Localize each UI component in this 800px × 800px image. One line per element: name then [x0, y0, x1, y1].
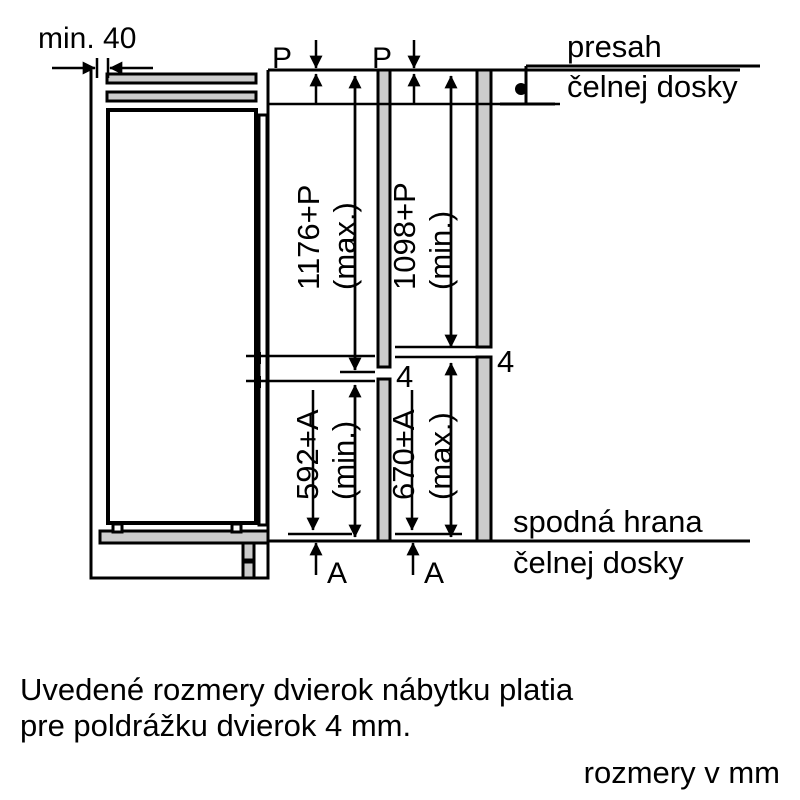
gap-labels: 4 4 — [396, 344, 514, 394]
dim-1176-qualifier: (max.) — [327, 202, 362, 290]
cabinet-bracket-upper — [241, 541, 256, 562]
gap-right-label: 4 — [497, 344, 514, 379]
cabinet-foot-left — [111, 522, 124, 534]
a-left-label: A — [327, 557, 347, 590]
appliance-right-rail — [257, 113, 269, 527]
dim-1176-value: 1176+P — [291, 185, 326, 290]
min40-dimension: min. 40 — [38, 22, 153, 78]
dim-1098-qualifier: (min.) — [423, 211, 458, 290]
bottom-edge-label-line1: spodná hrana — [513, 504, 703, 539]
dim-592-value: 592+A — [290, 409, 325, 500]
caption-block: Uvedené rozmery dvierok nábytku platia p… — [20, 672, 780, 790]
dim-592-qualifier: (min.) — [326, 421, 361, 500]
overlap-label-line2: čelnej dosky — [567, 69, 738, 104]
cabinet-top-plate-2 — [105, 90, 258, 103]
dimension-1098: 1098+P (min.) — [387, 75, 458, 348]
gap-mid-label: 4 — [396, 359, 413, 394]
cabinet-foot-right — [230, 522, 243, 534]
p-right-label: P — [372, 42, 392, 75]
units-note: rozmery v mm — [584, 755, 780, 790]
min-width-label: min. 40 — [38, 22, 136, 55]
cabinet-top-plate-1 — [105, 72, 258, 85]
p-left-label: P — [272, 42, 292, 75]
dimension-592: 592+A (min.) — [290, 384, 362, 538]
overlap-leader-dot — [515, 83, 527, 95]
dim-670-value: 670+A — [386, 409, 421, 500]
door-panel-upper-right — [475, 68, 493, 349]
p-markers: P P — [272, 40, 421, 104]
appliance-body — [106, 108, 258, 525]
dimension-1176: 1176+P (max.) — [291, 75, 362, 371]
dimension-670: 670+A (max.) — [386, 362, 458, 538]
cabinet-bottom-plate — [98, 529, 270, 545]
cabinet-section-view — [89, 70, 270, 580]
caption-line1: Uvedené rozmery dvierok nábytku platia — [20, 672, 574, 707]
hinge-mark-upper — [255, 352, 261, 364]
overlap-label-line1: presah — [567, 29, 662, 64]
door-panel-lower-right — [475, 355, 493, 543]
bottom-edge-callout: spodná hrana čelnej dosky — [513, 504, 703, 580]
dim-1098-value: 1098+P — [387, 182, 422, 290]
a-right-label: A — [424, 557, 444, 590]
caption-line2: pre poldrážku dvierok 4 mm. — [20, 708, 411, 743]
dim-670-qualifier: (max.) — [423, 412, 458, 500]
overlap-callout: presah čelnej dosky — [500, 29, 760, 106]
bottom-edge-label-line2: čelnej dosky — [513, 545, 684, 580]
a-markers: A A — [309, 542, 444, 590]
cabinet-bracket-lower — [241, 560, 256, 580]
